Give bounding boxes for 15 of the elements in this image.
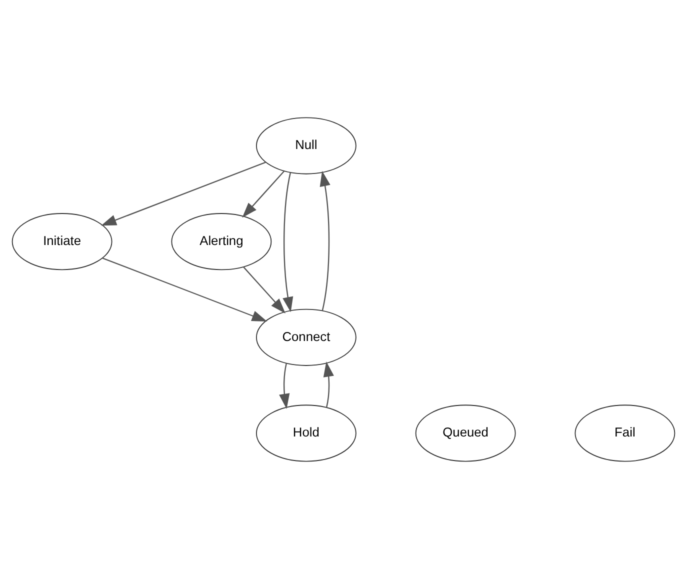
arrow [282,172,294,312]
node-ellipse: Alerting [171,213,272,270]
node-ellipse: Connect [256,308,356,366]
node-ellipse: Hold [256,404,356,462]
node-ellipse: Initiate [12,213,112,270]
arrow [242,170,285,218]
node-ellipse: Queued [415,404,516,462]
arrow [102,258,268,322]
arrow [279,363,290,410]
arrow [243,266,286,314]
arrow [320,170,330,311]
node-ellipse: Fail [574,404,676,462]
node-ellipse: Null [256,117,356,174]
arrow [101,162,266,226]
arrow [323,361,334,408]
